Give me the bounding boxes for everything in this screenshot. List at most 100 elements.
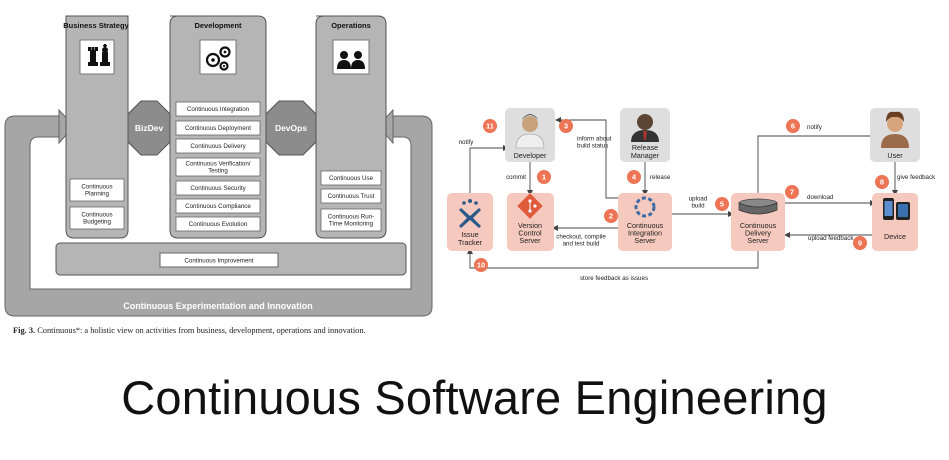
release-manager-label-line1: Release xyxy=(632,143,658,152)
step-number-4: 4 xyxy=(632,173,637,182)
step-number-2: 2 xyxy=(609,212,613,221)
left-holistic-diagram: Continuous Experimentation and Innovatio… xyxy=(4,15,433,317)
cd-server-icon xyxy=(738,198,778,215)
bizdev-connector xyxy=(127,100,171,156)
activity-box xyxy=(175,101,261,117)
outer-band xyxy=(4,115,433,317)
caption-fig-number: Fig. 3. xyxy=(13,326,36,335)
step-badge-9 xyxy=(853,236,867,250)
device-label: Device xyxy=(884,232,906,241)
release-manager-label-line2: Manager xyxy=(631,151,660,160)
activity-label: Continuous Run-Time Monitoring xyxy=(328,214,374,228)
activity-box xyxy=(175,180,261,196)
devops-connector xyxy=(265,100,317,156)
activity-label: Continuous Delivery xyxy=(190,143,246,150)
step-badge-1 xyxy=(537,170,551,184)
improvement-label: Continuous Improvement xyxy=(184,258,253,265)
issue-tracker-icon xyxy=(459,199,481,228)
step-number-7: 7 xyxy=(790,188,794,197)
device-node xyxy=(872,193,918,251)
step-label-8: give feedback xyxy=(897,174,936,181)
developer-icon xyxy=(515,114,545,149)
ci-label-line1: Continuous xyxy=(627,221,664,230)
activity-box xyxy=(175,138,261,154)
activity-box xyxy=(175,198,261,214)
step-number-6: 6 xyxy=(791,122,795,131)
figure-caption: Fig. 3. Continuous*: a holistic view on … xyxy=(13,326,366,335)
step-number-3: 3 xyxy=(564,122,568,131)
step-label-4: release xyxy=(650,174,671,181)
ci-label-line2: Integration xyxy=(628,229,662,238)
user-icon xyxy=(881,111,909,148)
column-title-business: Business Strategy xyxy=(63,21,129,30)
cd-label-line2: Delivery xyxy=(745,229,771,238)
gears-glyph xyxy=(205,46,231,71)
chess-icon xyxy=(79,39,115,75)
step-number-9: 9 xyxy=(858,239,862,248)
step-label-9: upload feedback xyxy=(808,235,854,242)
release-manager-icon xyxy=(631,114,659,142)
activity-label: Continuous Deployment xyxy=(185,125,251,132)
activity-box xyxy=(320,188,382,204)
ci-label-line3: Server xyxy=(634,236,656,245)
devops-label: DevOps xyxy=(275,123,307,133)
vcs-label-line2: Control xyxy=(518,229,542,238)
cd-label-line1: Continuous xyxy=(740,221,777,230)
step-badge-6 xyxy=(786,119,800,133)
step-badge-8 xyxy=(875,175,889,189)
step-label-7: download xyxy=(807,194,834,201)
activity-label: Continuous Security xyxy=(190,185,246,192)
activity-label: Continuous Compliance xyxy=(185,203,251,210)
diagram-canvas: Continuous Experimentation and Innovatio… xyxy=(4,15,936,317)
column-title-development: Development xyxy=(194,21,242,30)
column-title-operations: Operations xyxy=(331,21,371,30)
step-badge-4 xyxy=(627,170,641,184)
people-glyph xyxy=(337,51,365,69)
step-badge-5 xyxy=(715,197,729,211)
step-number-5: 5 xyxy=(720,200,724,209)
activity-label: Continuous Verification/Testing xyxy=(185,161,250,175)
step-badge-7 xyxy=(785,185,799,199)
chess-pieces-glyph xyxy=(88,44,110,66)
phone-icon xyxy=(883,198,910,220)
step-label-1: commit xyxy=(506,174,526,181)
user-label: User xyxy=(887,151,903,160)
step-label-11: notify xyxy=(459,139,475,146)
activity-box xyxy=(320,208,382,232)
vcs-node xyxy=(507,193,554,251)
step-badge-10 xyxy=(474,258,488,272)
step-number-1: 1 xyxy=(542,173,546,182)
improvement-box xyxy=(159,252,279,268)
vcs-label-line3: Server xyxy=(519,236,541,245)
activity-box xyxy=(175,120,261,136)
developer-label: Developer xyxy=(514,151,547,160)
git-icon xyxy=(517,193,543,219)
activity-box xyxy=(69,178,125,202)
step-badge-11 xyxy=(483,119,497,133)
step-badge-3 xyxy=(559,119,573,133)
step-label-10: store feedback as issues xyxy=(580,275,648,282)
activity-box xyxy=(175,216,261,232)
people-icon xyxy=(332,39,370,75)
activity-box xyxy=(175,157,261,177)
step-label-6: notify xyxy=(807,124,823,131)
issue-tracker-node xyxy=(447,193,493,251)
vcs-label-line1: Version xyxy=(518,221,542,230)
activity-label: Continuous Use xyxy=(329,175,374,182)
activity-box xyxy=(320,170,382,186)
step-number-11: 11 xyxy=(486,122,494,131)
caption-text: Continuous*: a holistic view on activiti… xyxy=(37,326,366,335)
activity-box xyxy=(69,206,125,230)
step-number-10: 10 xyxy=(477,261,485,270)
bizdev-label: BizDev xyxy=(135,123,164,133)
